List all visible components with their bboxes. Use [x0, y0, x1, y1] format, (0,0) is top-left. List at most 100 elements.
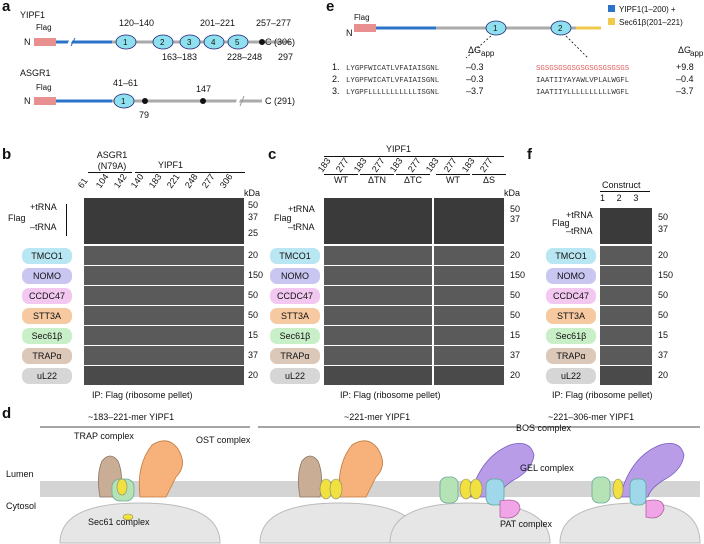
e-n-label: N: [346, 28, 353, 38]
d-header-3: ~221–306-mer YIPF1: [548, 412, 634, 422]
kda-sec61b: 15: [658, 330, 669, 340]
d-yipf1-tm-1: [116, 478, 128, 496]
yipf1-c-label: C (306): [265, 37, 295, 47]
kda-tmco1: 20: [248, 250, 259, 260]
e-legend-2: Sec61β(201–221): [619, 18, 683, 27]
row-label-ccdc47: CCDC47: [546, 288, 596, 304]
kda-sec61b: 15: [248, 330, 259, 340]
blot-ul22-1: [434, 366, 504, 385]
blot-sec61b-0: [84, 326, 244, 345]
f-trna-plus: +tRNA: [566, 210, 593, 220]
c-group-label: YIPF1: [386, 144, 412, 154]
blot-tmco1-0: [84, 246, 244, 265]
kda-ul22: 20: [510, 370, 521, 380]
e-row-2-right: IAATIIYAYAWLVPLALWGFL: [536, 77, 629, 85]
f-marker-50: 50: [658, 212, 669, 222]
kda-sec61b: 15: [510, 330, 521, 340]
e-row-1-right: SGSGSGSGSGSGSGSGSGSGS: [536, 65, 630, 73]
panel-label-e: e: [326, 0, 335, 15]
d-pat-complex-4: [645, 499, 665, 519]
b-flag-label: Flag: [8, 213, 26, 223]
b-group1-sub: (N79A): [97, 161, 127, 171]
e-row-3-num: 3.: [332, 86, 340, 96]
yipf1-tm5: [227, 34, 249, 50]
blot-nomo-0: [324, 266, 432, 285]
asgr1-tm1: [113, 93, 135, 109]
blot-ul22-0: [600, 366, 652, 385]
e-legend-blue: [608, 5, 615, 12]
yipf1-range-228: 228–248: [227, 52, 262, 62]
f-trna-minus: –tRNA: [566, 226, 593, 236]
condition-label: ΔTC: [396, 174, 430, 185]
e-tm1: [485, 20, 507, 36]
d-gel-complex-4: [629, 478, 647, 506]
row-label-ccdc47: CCDC47: [22, 288, 72, 304]
lane-label: 277: [441, 155, 459, 174]
kda-ccdc47: 50: [658, 290, 669, 300]
lane-label: 61: [75, 176, 90, 190]
yipf1-tm2: [152, 34, 174, 50]
row-label-sec61b: Sec61β: [546, 328, 596, 344]
lane-label: 1: [600, 193, 606, 203]
blot-stt3a-1: [434, 306, 504, 325]
condition-label: ΔS: [472, 174, 506, 185]
blot-trapa-0: [600, 346, 652, 365]
d-pat-label: PAT complex: [500, 519, 553, 529]
asgr1-site-147: [200, 98, 206, 104]
e-row-1-num: 1.: [332, 62, 340, 72]
b-marker-25: 25: [248, 228, 259, 238]
row-label-stt3a: STT3A: [546, 308, 596, 324]
f-group-label: Construct: [602, 180, 641, 190]
e-dg-label-1: ΔG: [468, 45, 481, 55]
condition-label: ΔTN: [360, 174, 394, 185]
yipf1-site: [259, 39, 265, 45]
panel-label-a: a: [2, 0, 11, 15]
lane-label: 183: [387, 155, 405, 174]
blot-ccdc47-0: [600, 286, 652, 305]
blot-ccdc47-0: [84, 286, 244, 305]
row-label-stt3a: STT3A: [270, 308, 320, 324]
yipf1-range-257: 257–277: [256, 18, 291, 28]
f-flag-label: Flag: [552, 218, 570, 228]
yipf1-tm2-label: 2: [160, 38, 165, 47]
kda-nomo: 150: [510, 270, 526, 280]
c-flag-label: Flag: [274, 213, 292, 223]
lane-label: 277: [200, 171, 218, 190]
d-sec61-complex-4: [591, 476, 611, 504]
condition-label: WT: [436, 174, 470, 185]
blot-trapa-1: [434, 346, 504, 365]
d-lumen-label: Lumen: [6, 469, 34, 479]
yipf1-tm1-label: 1: [123, 38, 128, 47]
blot-nomo-0: [84, 266, 244, 285]
c-trna-plus: +tRNA: [288, 204, 315, 214]
b-flag-blot: [84, 198, 244, 244]
lane-label: 277: [333, 155, 351, 174]
lane-label: 140: [129, 171, 146, 190]
lane-label: 183: [146, 171, 164, 190]
b-group1-label: ASGR1: [96, 150, 128, 160]
row-label-sec61b: Sec61β: [270, 328, 320, 344]
yipf1-tm5-label: 5: [235, 38, 240, 47]
d-yipf1-tm-2b: [329, 478, 343, 500]
kda-stt3a: 50: [658, 310, 669, 320]
yipf1-range-163: 163–183: [162, 52, 197, 62]
asgr1-site-79: [142, 98, 148, 104]
b-kda: kDa: [244, 188, 261, 198]
c-marker-50: 50: [510, 204, 521, 214]
d-pat-complex: [499, 499, 521, 519]
asgr1-n-label: N: [24, 96, 31, 106]
yipf1-tm1: [115, 34, 137, 50]
d-ost-complex-1: [138, 440, 183, 498]
row-label-nomo: NOMO: [546, 268, 596, 284]
asgr1-range: 41–61: [113, 78, 138, 88]
kda-ccdc47: 50: [510, 290, 521, 300]
lane-label: 183: [315, 155, 333, 174]
b-marker-37: 37: [248, 212, 259, 222]
lane-label: 277: [405, 155, 423, 174]
panel-a-diagram: YIPF1 Flag N 1 2 3 4 5 C (306) 120–140 2…: [20, 10, 295, 120]
row-label-nomo: NOMO: [270, 268, 320, 284]
